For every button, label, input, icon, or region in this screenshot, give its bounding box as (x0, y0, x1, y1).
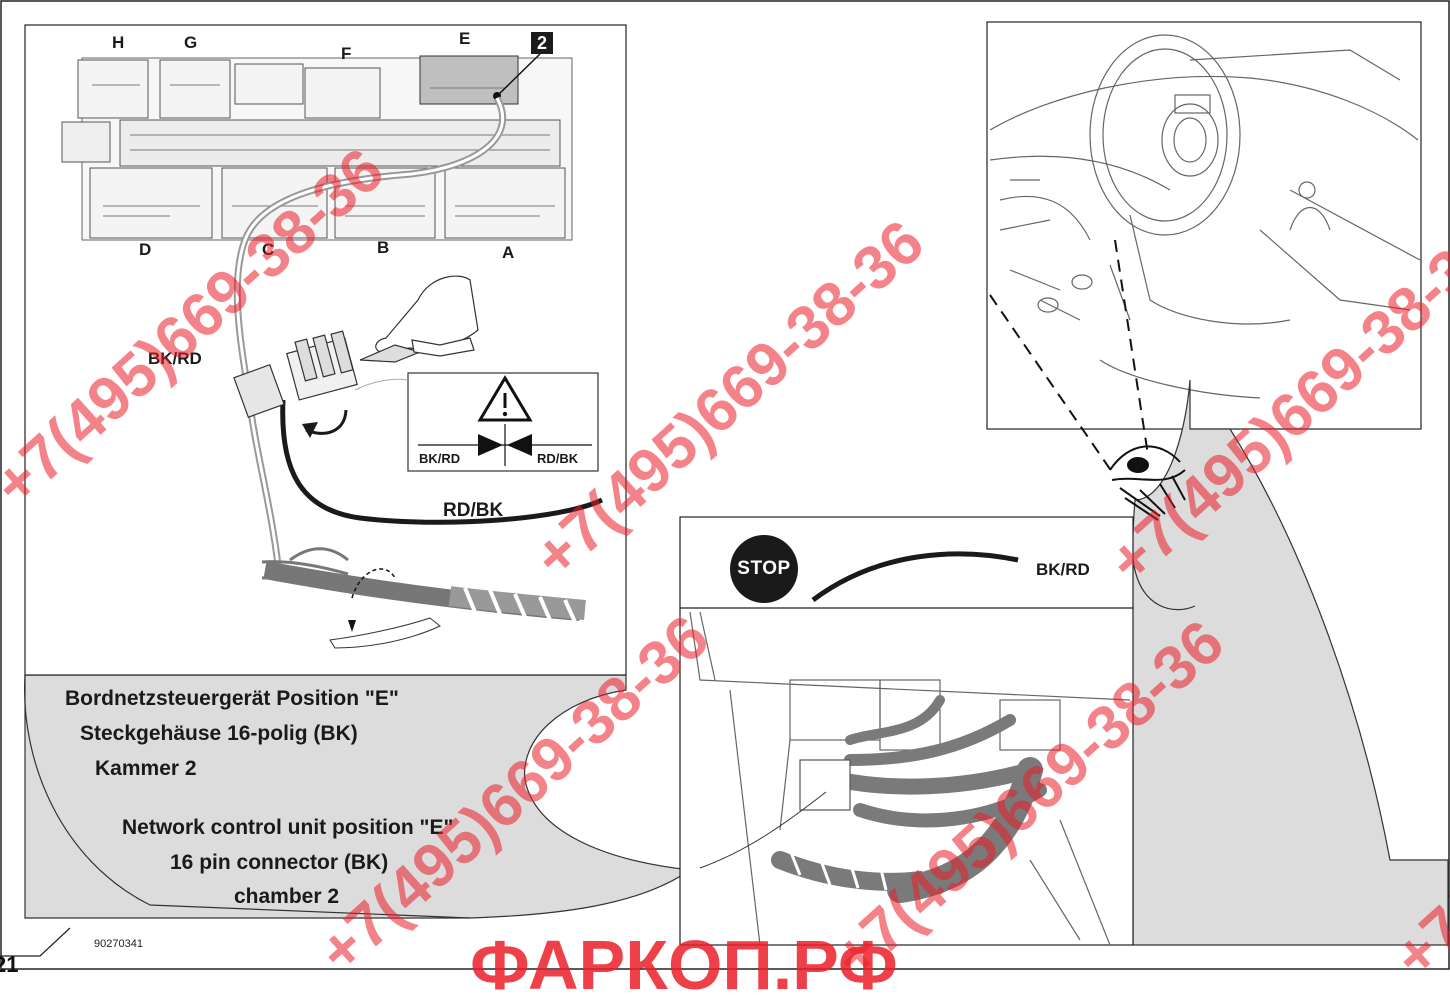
connector-label-b: B (377, 238, 390, 257)
wire-loom (261, 547, 586, 649)
warning-triangle-icon (477, 375, 533, 422)
caption-de-line-3: Kammer 2 (95, 757, 197, 780)
wire-label-rd-bk: RD/BK (443, 500, 504, 521)
connector-label-c: C (262, 240, 275, 259)
page-number: 21 (0, 952, 19, 977)
control-unit-drawing (61, 55, 573, 241)
dashboard-drawing (989, 34, 1421, 399)
caption-en-line-2: 16 pin connector (BK) (170, 851, 389, 874)
connector-label-e: E (459, 29, 471, 48)
connector-label-h: H (112, 33, 125, 52)
document-number: 90270341 (94, 938, 143, 950)
caption-de-line-2: Steckgehäuse 16-polig (BK) (80, 722, 358, 745)
footwell-drawing (689, 611, 1131, 946)
hand-pliers-icon (359, 275, 479, 363)
stop-sign-icon: STOP (730, 535, 798, 603)
warning-label-right: RD/BK (537, 451, 579, 466)
connector-label-d: D (139, 240, 152, 259)
connector-label-a: A (502, 243, 515, 262)
connector-label-f: F (341, 44, 352, 63)
caption-en-line-3: chamber 2 (234, 885, 340, 908)
watermark-bottom: ФАРКОП.РФ (470, 926, 898, 1004)
diagram-artwork (0, 0, 1450, 970)
warning-label-left: BK/RD (419, 451, 461, 466)
eye-icon (1109, 445, 1186, 521)
wire-label-bk-rd: BK/RD (148, 349, 202, 368)
connector-housing (233, 330, 358, 419)
stop-wire-label: BK/RD (1036, 560, 1090, 579)
caption-en-line-1: Network control unit position "E" (122, 816, 454, 839)
caption-de-line-1: Bordnetzsteuergerät Position "E" (65, 687, 399, 710)
callout-bubble-left (24, 674, 701, 919)
chamber-badge: 2 (531, 32, 553, 54)
connector-label-g: G (184, 33, 198, 52)
dashboard-panel (986, 21, 1422, 430)
